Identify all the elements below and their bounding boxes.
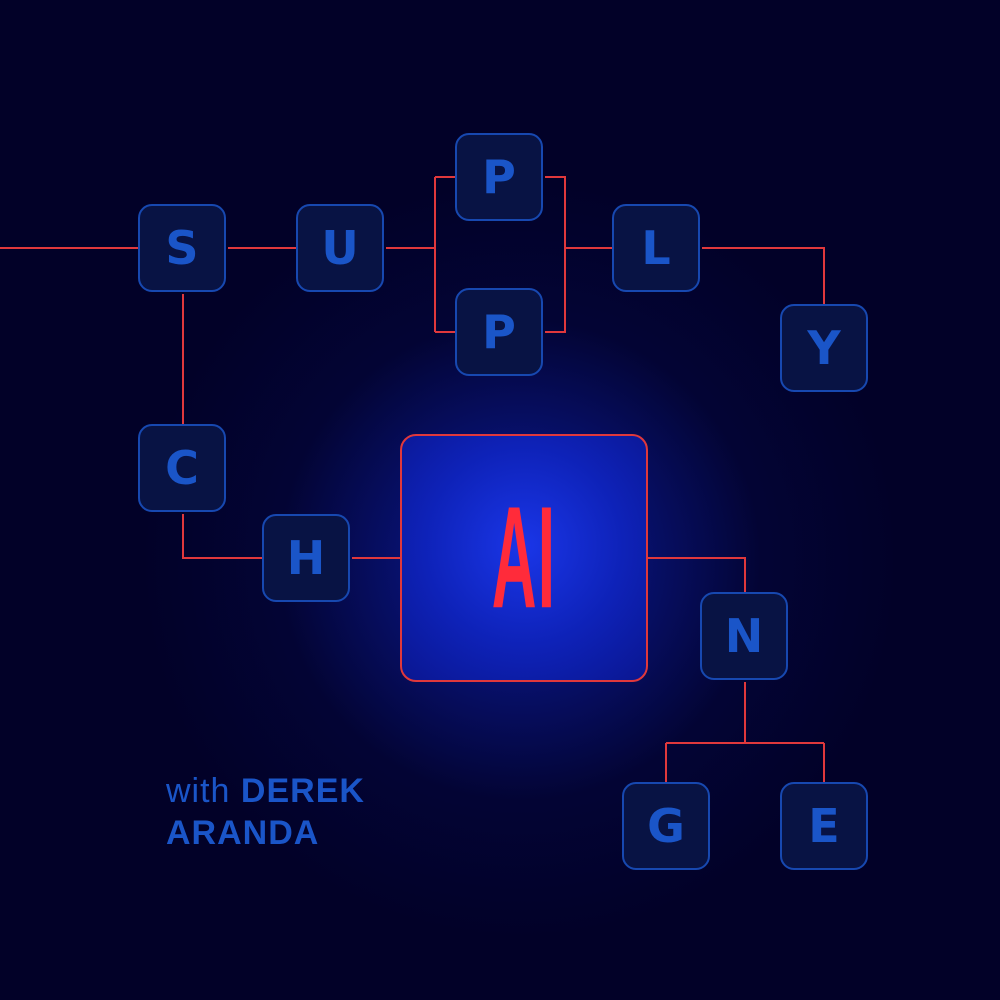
tile-letter: N bbox=[724, 609, 764, 663]
letter-tile-p-top: P bbox=[455, 133, 543, 221]
credit-line-2: ARANDA bbox=[166, 812, 365, 854]
letter-tile-n: N bbox=[700, 592, 788, 680]
letter-tile-y: Y bbox=[780, 304, 868, 392]
credit-lead: with bbox=[166, 772, 231, 810]
credit-last-name: ARANDA bbox=[166, 814, 320, 852]
wire-u-p-branch bbox=[386, 176, 455, 333]
tile-letter: E bbox=[808, 799, 840, 853]
tile-letter: C bbox=[165, 441, 199, 495]
letter-tile-u: U bbox=[296, 204, 384, 292]
tile-letter: H bbox=[286, 531, 326, 585]
letter-tile-g: G bbox=[622, 782, 710, 870]
host-credit: with DEREK ARANDA bbox=[166, 770, 365, 854]
letter-tile-s: S bbox=[138, 204, 226, 292]
tile-letter: S bbox=[165, 221, 199, 275]
tile-letter: P bbox=[482, 305, 516, 359]
tile-letter: P bbox=[482, 150, 516, 204]
ai-center-chip: AI bbox=[400, 434, 648, 682]
tile-letter: G bbox=[647, 799, 685, 853]
wire-p-l-branch bbox=[545, 176, 612, 333]
credit-line-1: with DEREK bbox=[166, 770, 365, 812]
tile-letter: L bbox=[641, 221, 671, 275]
credit-first-name: DEREK bbox=[240, 772, 365, 810]
letter-tile-p-bottom: P bbox=[455, 288, 543, 376]
letter-tile-c: C bbox=[138, 424, 226, 512]
wire-l-y bbox=[702, 247, 825, 304]
wire-c-h bbox=[182, 514, 262, 559]
letter-tile-e: E bbox=[780, 782, 868, 870]
tile-letter: Y bbox=[807, 321, 841, 375]
wire-n-g-e bbox=[665, 682, 825, 782]
wire-ai-n bbox=[648, 557, 746, 592]
letter-tile-l: L bbox=[612, 204, 700, 292]
ai-label: AI bbox=[491, 476, 557, 640]
letter-tile-h: H bbox=[262, 514, 350, 602]
tile-letter: U bbox=[321, 221, 359, 275]
